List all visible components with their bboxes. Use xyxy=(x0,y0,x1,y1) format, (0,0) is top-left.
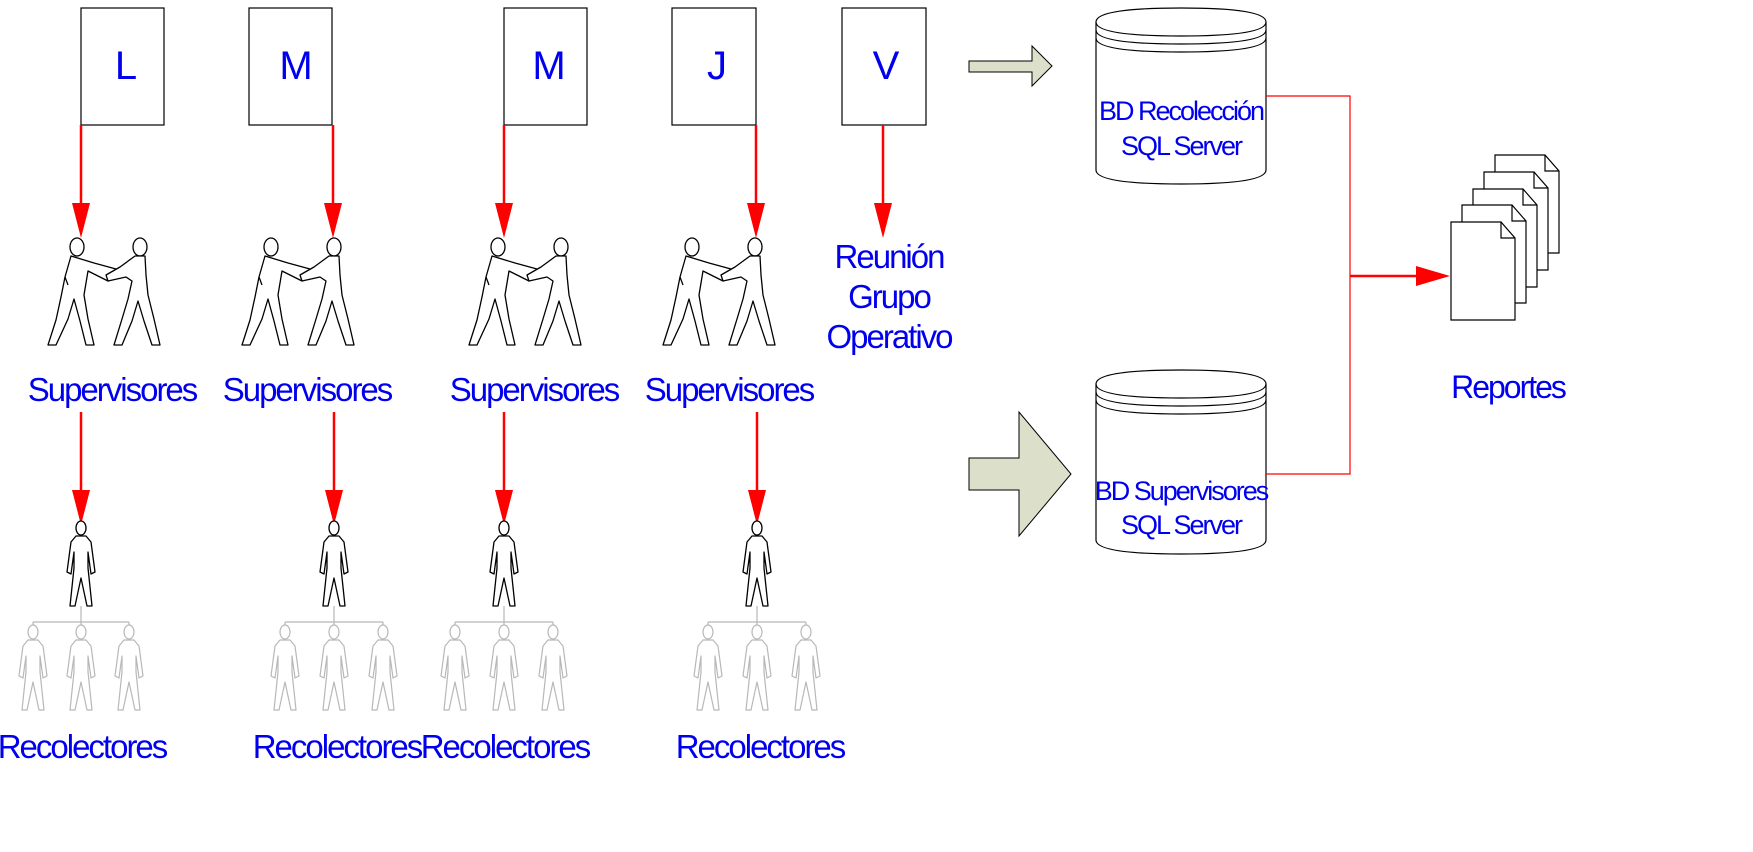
db-recoleccion-line1: BD Recolección xyxy=(1099,96,1264,126)
handshake-icon xyxy=(241,237,355,346)
arrow-supervisores-to-recolector-1 xyxy=(72,412,90,525)
arrow-supervisores-to-recolector-3 xyxy=(495,412,513,525)
person-icon xyxy=(538,624,568,711)
database-recoleccion: BD Recolección SQL Server xyxy=(1095,7,1267,185)
recolectores-label: Recolectores xyxy=(253,728,423,765)
arrow-day-to-supervisores-4 xyxy=(747,125,765,238)
arrow-day-to-supervisores-1 xyxy=(72,125,90,238)
person-icon xyxy=(742,520,772,607)
arrow-day-to-supervisores-2 xyxy=(324,125,342,238)
reunion-line1: Reunión xyxy=(835,238,945,275)
arrow-supervisores-to-recolector-2 xyxy=(325,412,343,525)
person-icon xyxy=(270,624,300,711)
person-icon xyxy=(319,520,349,607)
recolectores-group-1 xyxy=(18,520,144,711)
supervisores-label: Supervisores xyxy=(28,371,198,408)
person-icon xyxy=(114,624,144,711)
person-icon xyxy=(791,624,821,711)
recolectores-label: Recolectores xyxy=(421,728,591,765)
person-icon xyxy=(319,624,349,711)
person-icon xyxy=(742,624,772,711)
person-icon xyxy=(440,624,470,711)
arrow-day-to-supervisores-3 xyxy=(495,125,513,238)
day-letter: M xyxy=(532,44,565,88)
recolectores-group-2 xyxy=(270,520,398,711)
db-supervisores-line2: SQL Server xyxy=(1121,510,1243,540)
person-icon xyxy=(693,624,723,711)
person-icon xyxy=(66,520,96,607)
reportes-stack-icon xyxy=(1450,154,1560,321)
day-box-viernes: V xyxy=(841,7,927,126)
day-letter: J xyxy=(707,44,727,88)
recolectores-group-4 xyxy=(693,520,821,711)
day-box-lunes: L xyxy=(80,7,165,126)
day-letter: V xyxy=(873,44,900,88)
reunion-line2: Grupo xyxy=(848,278,930,315)
day-box-miercoles: M xyxy=(503,7,588,126)
small-block-arrow-icon xyxy=(968,44,1053,88)
supervisores-label: Supervisores xyxy=(645,371,815,408)
db-to-reportes-connector xyxy=(1266,95,1450,475)
day-letter: M xyxy=(279,44,312,88)
handshake-icon xyxy=(468,237,582,346)
recolectores-label: Recolectores xyxy=(676,728,846,765)
arrow-supervisores-to-recolector-4 xyxy=(748,412,766,525)
person-icon xyxy=(18,624,48,711)
supervisores-label: Supervisores xyxy=(223,371,393,408)
db-recoleccion-line2: SQL Server xyxy=(1121,131,1243,161)
arrow-day-to-reunion xyxy=(874,125,892,238)
database-supervisores: BD Supervisores SQL Server xyxy=(1095,369,1271,555)
reunion-grupo-operativo: Reunión Grupo Operativo xyxy=(826,238,954,355)
recolectores-group-3 xyxy=(440,520,568,711)
handshake-icon xyxy=(662,237,776,346)
reunion-line3: Operativo xyxy=(826,318,952,355)
day-box-jueves: J xyxy=(671,7,757,126)
handshake-icon xyxy=(47,237,161,346)
large-block-arrow-icon xyxy=(968,410,1072,538)
supervisores-label: Supervisores xyxy=(450,371,620,408)
person-icon xyxy=(489,520,519,607)
database-icon xyxy=(1095,7,1267,185)
database-icon xyxy=(1095,369,1267,555)
document-icon xyxy=(1450,221,1516,321)
person-icon xyxy=(66,624,96,711)
person-icon xyxy=(489,624,519,711)
db-supervisores-line1: BD Supervisores xyxy=(1095,476,1269,506)
person-icon xyxy=(368,624,398,711)
recolectores-label: Recolectores xyxy=(0,728,168,765)
day-box-martes: M xyxy=(248,7,333,126)
reportes-label: Reportes xyxy=(1451,369,1566,405)
day-letter: L xyxy=(115,44,137,88)
